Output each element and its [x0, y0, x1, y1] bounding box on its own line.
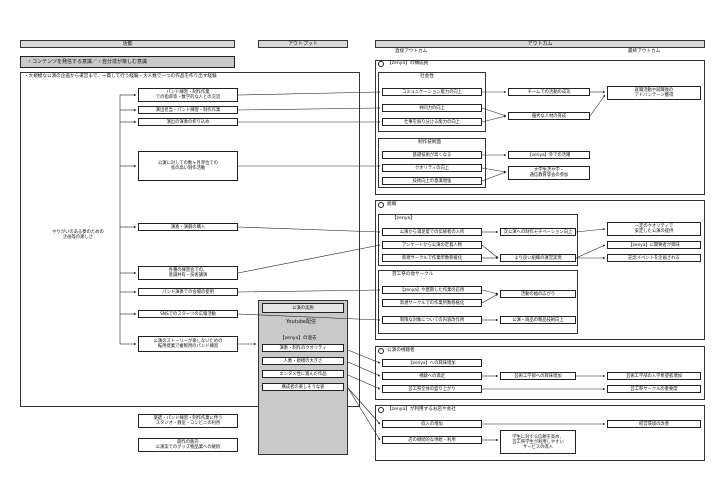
output-title: 公演の実施 [262, 303, 344, 313]
activity-box: 公演に対しての数ヶ月単位での 長の高い制作活動 [138, 151, 238, 181]
outcome-box: 次公演への制作モチベーション向上 [500, 228, 576, 236]
subgroup-title: 芸工祭の他サークル [392, 272, 434, 277]
outcome-box: チームでの活動の成功 [508, 88, 590, 96]
activity-frame-title: ・大規模な公演の企画から運営まで、一貫して行う経験・大人数で一つの作品を作り出す… [24, 74, 217, 79]
outcome-box: 共同力の向上 [382, 104, 482, 112]
outcome-box-final: 記念イベントを企画される [607, 254, 701, 262]
outcome-box: 公演・商品の製品技術向上 [500, 316, 576, 324]
subgroup-title: 社会性 [420, 74, 434, 79]
outcome-box: アンケートから公演の定着人物 [382, 241, 482, 249]
header-initial-outcome: 直接アウトカム [395, 49, 428, 54]
outcome-box: 公演から満足度での伝統者の入所 [382, 228, 482, 236]
outcome-box: 技術向上の意識増強 [382, 177, 482, 185]
activity-box: 各種の練習会での、 意識共有・技術講演 [138, 266, 238, 280]
section-marker-icon [378, 407, 384, 413]
subgroup-zenya [378, 214, 578, 266]
outcome-box-final: 芸術工学部の入学希望者増加 [607, 372, 701, 380]
output-item: 構成者の楽しそうな姿 [262, 383, 344, 391]
subgroup-social [378, 72, 486, 132]
outcome-box-final: 芸工祭サークルの重要度 [607, 385, 701, 393]
outcome-box: 仕事を振り分ける能力の向上 [382, 118, 482, 126]
outcome-box: 【zenya】や歴期した作業の応用 [382, 286, 482, 294]
outcome-box-final: 経営環境の改善 [607, 420, 701, 428]
subgroup-title: 制作技術面 [418, 140, 441, 145]
activity-box: 楽譜・パンド練習・制作作業に伴う スタジオ・教室・コンビニの利用 [138, 414, 238, 428]
outcome-section-viewers [375, 346, 705, 400]
output-item: エンタメ性に富んだ作品 [262, 370, 344, 378]
activity-box: パンド練習・制作作業 での指導等・数学的な人との交流 [138, 88, 238, 102]
activity-box: 公演のストーリーが楽しないための 転用授業で複製用のパンド練習 [138, 336, 238, 352]
outcome-box: 新規サークルでの作業所数移植化 [382, 299, 482, 307]
subgroup-title: 【zenya】 [392, 216, 415, 221]
outcome-box: 学生に対する信頼を高め、 芸工祭学生が利用しやすい サービスの導入 [500, 430, 576, 454]
outcome-box: より良い組織の運営実現 [500, 254, 576, 262]
activity-box: SNSでのスターツの広報活動 [138, 310, 238, 318]
outcome-box: 大学生活や学・ 通信教育等会の参加 [508, 166, 590, 180]
outcome-box: 【zenya】への興味増加 [382, 359, 482, 367]
outcome-box: 活動の幅の広がり [500, 290, 576, 298]
outcome-box: 芸工祭全体の盛り上がり [382, 385, 482, 393]
section-title: 【zenya】の構成員 [387, 61, 429, 66]
activity-sidebar-text: やりがいのある夢のための 企画等の楽しさ [52, 230, 104, 240]
activity-box: 劇作の販売 公演実でのグッズ物品業への継続 [138, 438, 238, 452]
outcome-box-final: 一定のクオリティで 安定した公演の提供 [607, 222, 701, 236]
outcome-box: クオリティの向上 [382, 164, 482, 172]
subgroup-technical [378, 138, 486, 188]
output-item: 人数・規模の大きさ [262, 357, 344, 365]
section-title: 組織 [387, 202, 397, 207]
activity-box: 演奏・演劇の購入 [138, 223, 238, 231]
outcome-box: 【zenya】外での活躍 [508, 151, 590, 159]
outcome-box: 基礎技術が高くなる [382, 151, 482, 159]
outcome-box: 芸術工学部への興味増加 [500, 372, 576, 380]
header-output: アウトプット [258, 40, 348, 48]
header-outcome: アウトカム [375, 40, 705, 48]
activity-box: パンド演奏での会場の使用 [138, 288, 238, 296]
section-title: 公演の視聴者 [387, 348, 415, 353]
section-marker-icon [378, 61, 384, 67]
output-section-title: 【zenya】の過去 [280, 336, 317, 341]
outcome-box: 店の継続的な供給・利用 [382, 436, 482, 444]
section-marker-icon [378, 348, 384, 354]
outcome-box: 収入の増加 [382, 420, 482, 428]
activity-frame [20, 72, 360, 407]
output-subtitle: Youtube配信 [286, 319, 316, 325]
subgroup-other-circles [378, 270, 578, 334]
header-final-outcome: 最終アウトカム [628, 49, 661, 54]
outcome-section-organization [375, 200, 705, 340]
header-activity: 活動 [20, 40, 235, 48]
section-marker-icon [378, 202, 384, 208]
outcome-section-members [375, 60, 705, 195]
outcome-box-final: 【zenya】に関要者が興味 [607, 241, 701, 249]
outcome-box: 制限な対象についての内容改作用 [382, 316, 482, 324]
outcome-box: 視聴への満足 [382, 372, 482, 380]
outcome-box-final: 就職活動や就職後の アドバンテージ獲得 [607, 86, 701, 100]
output-item: 演奏・制作のクオリティ [262, 344, 344, 352]
outcome-box: 優秀な人材の育成 [508, 112, 590, 120]
activity-box: 演出担当・パンド練習・制作作業 [138, 106, 238, 114]
outcome-box: コミュニケーション能力の向上 [382, 88, 482, 96]
outcome-box: 新規サークルで作業所数移植化 [382, 254, 482, 262]
activity-box: 演出の演奏の折り込め [138, 118, 238, 126]
top-statement: ・コンテンツを発信する意識／・自分達が楽しむ意識 [20, 56, 235, 68]
section-title: 【zenya】が利用するお店や会社 [387, 407, 456, 412]
